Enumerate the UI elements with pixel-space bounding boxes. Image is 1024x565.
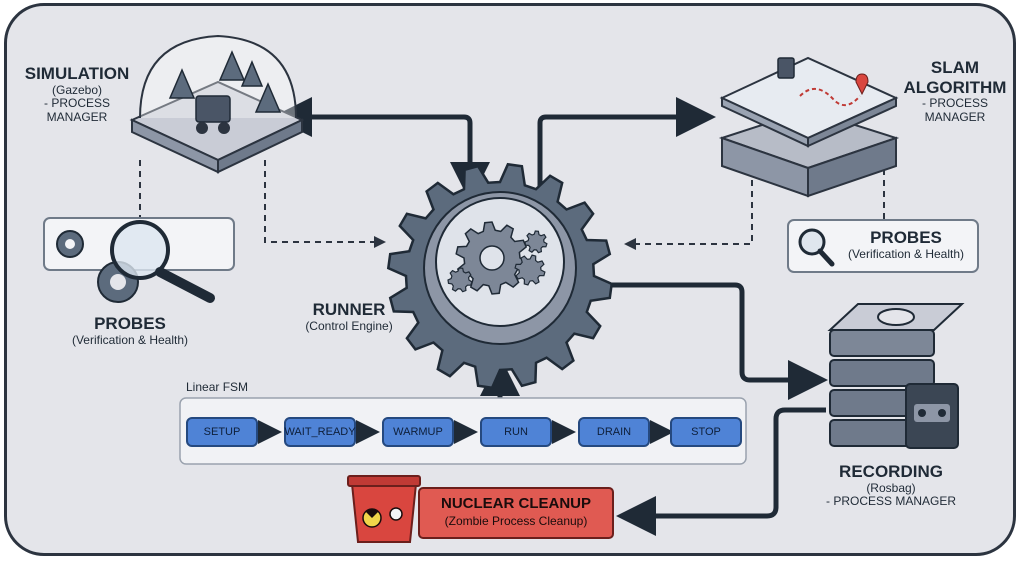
slam-title-1: SLAM [930, 58, 980, 77]
runner-subtitle: (Control Engine) [305, 318, 393, 333]
recording-subtitle: (Rosbag) [866, 480, 916, 495]
simulation-illustration [129, 34, 305, 174]
fsm-state-run: RUN [480, 417, 552, 447]
simulation-title: SIMULATION [24, 64, 130, 83]
nuclear-cleanup-title: NUCLEAR CLEANUP [441, 495, 591, 512]
fsm-state-warmup: WARMUP [382, 417, 454, 447]
simulation-label: SIMULATION (Gazebo) - PROCESS MANAGER [18, 64, 136, 125]
connector-runner-recording [612, 282, 828, 400]
probes-left-subtitle: (Verification & Health) [71, 332, 189, 347]
fsm-state-drain: DRAIN [578, 417, 650, 447]
nuclear-cleanup-subtitle: (Zombie Process Cleanup) [444, 514, 588, 528]
probes-left-label: PROBES (Verification & Health) [40, 314, 220, 347]
nuclear-cleanup-box: NUCLEAR CLEANUP (Zombie Process Cleanup) [418, 487, 614, 539]
probes-left-illustration [43, 217, 235, 303]
runner-label: RUNNER (Control Engine) [284, 300, 414, 333]
fsm-state-setup: SETUP [186, 417, 258, 447]
runner-gear [386, 162, 614, 390]
recording-label: RECORDING (Rosbag) - PROCESS MANAGER [806, 462, 976, 509]
simulation-role-1: - PROCESS [43, 96, 110, 111]
probes-right-illustration [787, 219, 979, 273]
simulation-subtitle: (Gazebo) [51, 82, 103, 97]
dashed-probe-links [139, 158, 885, 250]
connector-runner-slam [537, 97, 716, 200]
slam-label: SLAM ALGORITHM - PROCESS MANAGER [896, 58, 1014, 125]
simulation-role-2: MANAGER [46, 110, 108, 125]
slam-role-1: - PROCESS [921, 96, 988, 111]
fsm-state-stop: STOP [670, 417, 742, 447]
fsm-label: Linear FSM [186, 380, 249, 394]
probes-right-subtitle: (Verification & Health) [847, 246, 965, 261]
slam-role-2: MANAGER [924, 109, 986, 124]
connector-sim-runner [272, 97, 490, 202]
connector-recording-cleanup [616, 407, 826, 536]
probes-left-title: PROBES [94, 314, 166, 333]
probes-right-label: PROBES (Verification & Health) [836, 228, 976, 261]
fsm-state-wait-ready: WAIT_READY [284, 417, 356, 447]
runner-title: RUNNER [312, 300, 386, 319]
slam-title-2: ALGORITHM [903, 77, 1007, 97]
recording-illustration [827, 303, 965, 449]
recording-role: - PROCESS MANAGER [825, 494, 957, 509]
probes-right-title: PROBES [870, 228, 942, 247]
slam-illustration [718, 56, 900, 198]
recording-title: RECORDING [839, 462, 943, 481]
trash-can-icon [347, 475, 421, 543]
